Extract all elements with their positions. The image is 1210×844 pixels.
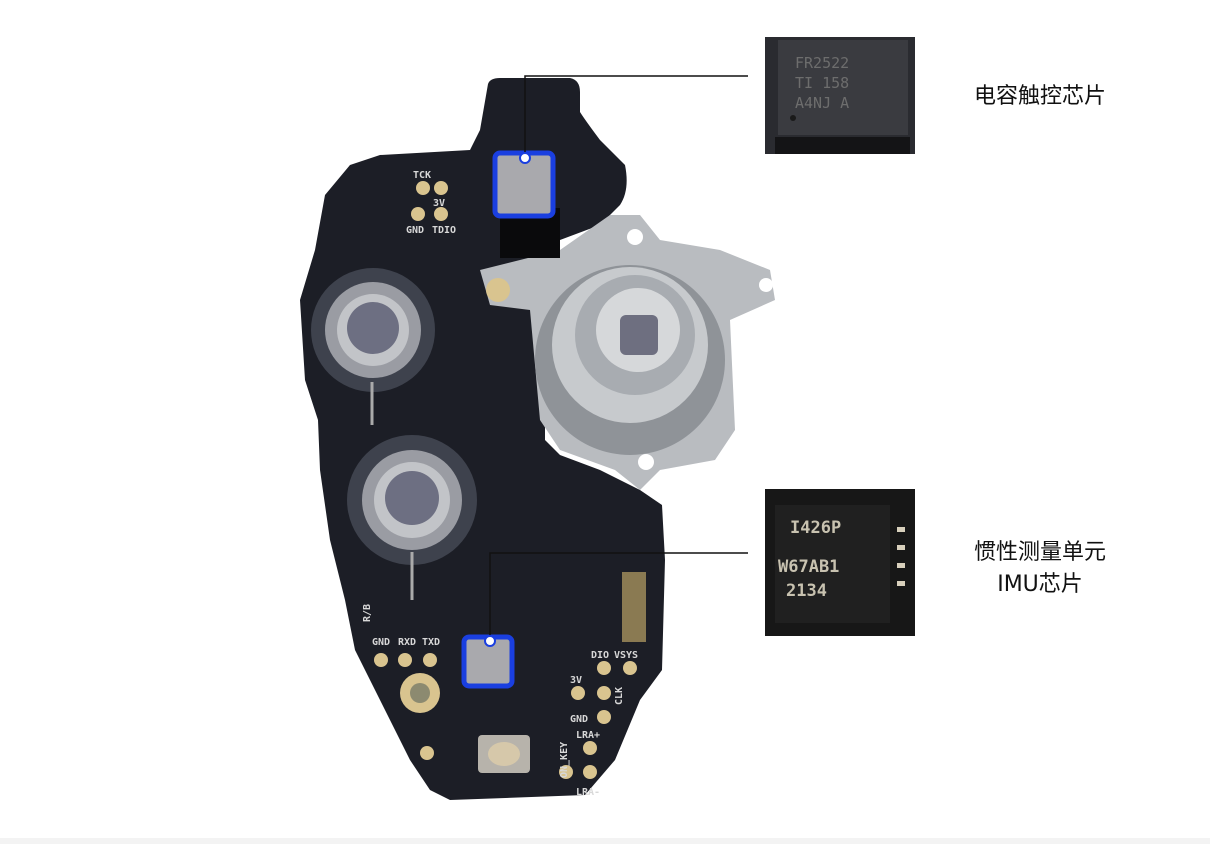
svg-text:TI 158: TI 158 bbox=[795, 74, 849, 92]
svg-text:DIO: DIO bbox=[591, 650, 609, 661]
svg-text:FR2522: FR2522 bbox=[795, 54, 849, 72]
svg-text:TDIO: TDIO bbox=[432, 225, 456, 236]
svg-text:GND: GND bbox=[372, 637, 390, 648]
svg-text:I426P: I426P bbox=[790, 518, 841, 538]
bottom-divider bbox=[0, 838, 1210, 844]
svg-text:CLK: CLK bbox=[614, 687, 625, 705]
touch-chip-label: 电容触控芯片 bbox=[973, 84, 1106, 109]
svg-text:3V: 3V bbox=[570, 675, 582, 686]
svg-text:GND: GND bbox=[570, 714, 588, 725]
svg-text:GND: GND bbox=[406, 225, 424, 236]
test-pads bbox=[374, 181, 637, 779]
imu-chip-label-line1: 惯性测量单元 bbox=[973, 540, 1106, 565]
svg-text:TXD: TXD bbox=[422, 637, 440, 648]
svg-text:TCK: TCK bbox=[413, 170, 431, 181]
fpc-connector bbox=[622, 572, 646, 642]
svg-text:3V: 3V bbox=[433, 198, 445, 209]
imu-chip-closeup: I426P W67AB1 2134 bbox=[765, 489, 915, 636]
imu-chip-leader-line bbox=[489, 552, 748, 641]
svg-text:R/B: R/B bbox=[362, 604, 373, 622]
svg-text:RXD: RXD bbox=[398, 637, 416, 648]
imu-chip-label-line2: IMU芯片 bbox=[997, 572, 1083, 597]
svg-text:LRA-: LRA- bbox=[576, 787, 600, 798]
button-lower bbox=[347, 435, 477, 600]
svg-text:VSYS: VSYS bbox=[614, 650, 638, 661]
svg-text:LRA+: LRA+ bbox=[576, 730, 600, 741]
svg-text:W67AB1: W67AB1 bbox=[778, 557, 839, 577]
joystick-module bbox=[480, 215, 775, 490]
svg-text:2134: 2134 bbox=[786, 581, 827, 601]
touch-chip-closeup: FR2522 TI 158 A4NJ A bbox=[765, 37, 915, 154]
svg-text:A4NJ A: A4NJ A bbox=[795, 94, 849, 112]
silkscreen-labels: TCK 3V GND TDIO GND RXD TXD DIO VSYS 3V … bbox=[362, 170, 638, 798]
svg-text:ON_KEY: ON_KEY bbox=[559, 742, 570, 778]
button-upper bbox=[311, 268, 435, 425]
pcb-board bbox=[300, 78, 665, 800]
touch-chip-leader-line bbox=[524, 75, 748, 157]
